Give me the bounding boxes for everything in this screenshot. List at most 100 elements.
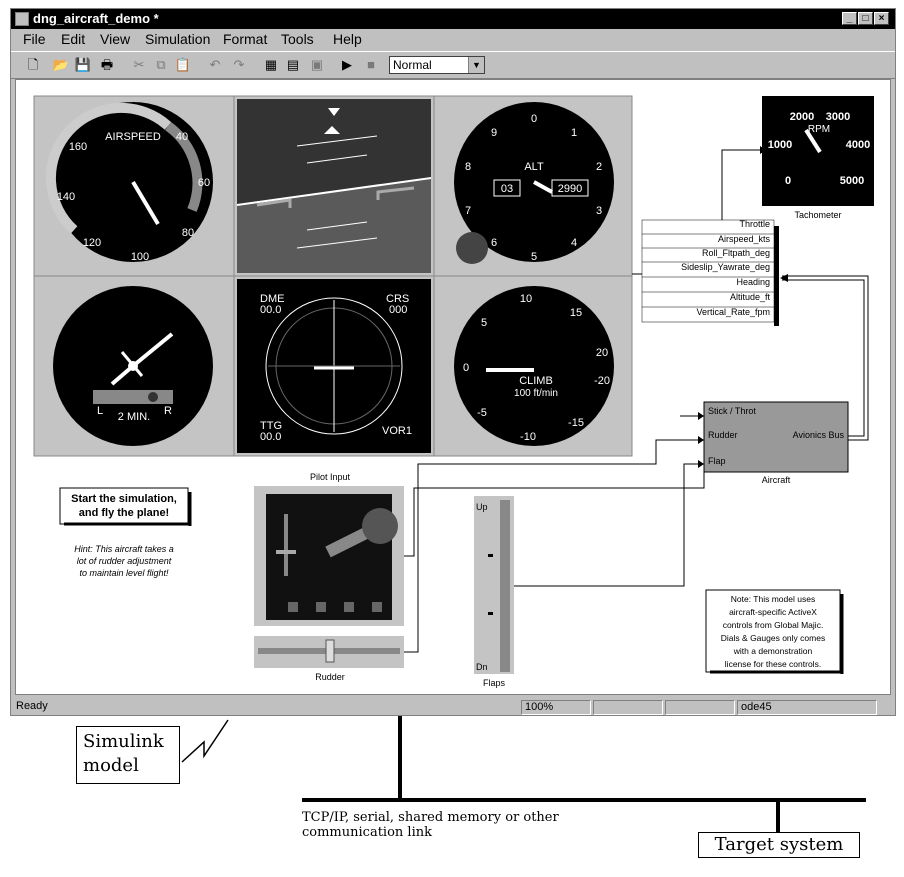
svg-text:ALT: ALT (524, 161, 544, 173)
paste-icon[interactable]: 📋 (174, 57, 192, 72)
svg-text:to maintain level flight!: to maintain level flight! (79, 568, 169, 578)
svg-text:Rudder: Rudder (315, 672, 345, 682)
zoom-level: 100% (521, 700, 591, 715)
close-icon[interactable]: × (874, 12, 889, 25)
app-icon[interactable] (15, 12, 29, 26)
svg-text:3000: 3000 (826, 111, 850, 123)
svg-text:10: 10 (520, 293, 532, 305)
svg-text:1: 1 (571, 127, 577, 139)
hint-text: Hint: This aircraft takes a lot of rudde… (74, 544, 174, 578)
svg-text:60: 60 (198, 177, 210, 189)
menu-file[interactable]: File (23, 31, 46, 47)
app-window: dng_aircraft_demo * _ □ × File Edit View… (10, 8, 896, 716)
airspeed-gauge[interactable]: AIRSPEED 160 40 60 80 100 120 140 (45, 102, 213, 263)
rudder-block[interactable]: Rudder (254, 439, 704, 682)
menu-help[interactable]: Help (333, 31, 362, 47)
svg-text:20: 20 (596, 347, 608, 359)
svg-text:CRS: CRS (386, 293, 409, 305)
aircraft-block[interactable]: Stick / Throt Rudder Flap Avionics Bus A… (703, 274, 869, 485)
model-browser-icon[interactable]: ▤ (286, 57, 300, 72)
svg-text:lot of rudder adjustment: lot of rudder adjustment (77, 556, 172, 566)
library-icon[interactable]: ▦ (264, 57, 278, 72)
svg-text:2 MIN.: 2 MIN. (118, 411, 150, 423)
model-canvas[interactable]: AIRSPEED 160 40 60 80 100 120 140 (15, 79, 891, 695)
solver-name: ode45 (737, 700, 877, 715)
menu-view[interactable]: View (100, 31, 131, 47)
save-icon[interactable]: 💾 (74, 57, 92, 72)
menu-edit[interactable]: Edit (61, 31, 86, 47)
svg-text:aircraft-specific ActiveX: aircraft-specific ActiveX (729, 607, 817, 617)
menu-tools[interactable]: Tools (281, 31, 314, 47)
svg-text:Flaps: Flaps (483, 678, 506, 688)
svg-text:-20: -20 (594, 375, 610, 387)
svg-text:2000: 2000 (790, 111, 814, 123)
status-field-empty-1 (593, 700, 663, 715)
svg-text:Stick / Throt: Stick / Throt (708, 406, 756, 416)
climb-gauge[interactable]: 10 5 0 -5 -10 15 20 -20 -15 CLIMB 100 ft… (454, 286, 614, 446)
svg-text:Dn: Dn (476, 662, 488, 672)
alt-digits-right: 2990 (558, 183, 582, 195)
svg-text:40: 40 (176, 131, 188, 143)
target-system-label: Target system (698, 832, 860, 858)
svg-text:5000: 5000 (840, 175, 864, 187)
chevron-down-icon[interactable]: ▼ (468, 57, 484, 73)
svg-text:R: R (164, 405, 172, 417)
parent-icon[interactable]: ▣ (310, 57, 324, 72)
svg-text:0: 0 (531, 113, 537, 125)
svg-text:80: 80 (182, 227, 194, 239)
svg-text:Sideslip_Yawrate_deg: Sideslip_Yawrate_deg (681, 262, 770, 272)
diagram: AIRSPEED 160 40 60 80 100 120 140 (33, 95, 874, 688)
alt-digits-left: 03 (501, 183, 513, 195)
start-icon[interactable]: ▶ (342, 57, 352, 72)
svg-text:Vertical_Rate_fpm: Vertical_Rate_fpm (696, 307, 770, 317)
minimize-icon[interactable]: _ (842, 12, 857, 25)
copy-icon[interactable]: ⧉ (156, 57, 166, 72)
svg-text:140: 140 (57, 191, 75, 203)
svg-text:4: 4 (571, 237, 577, 249)
svg-text:VOR1: VOR1 (382, 425, 412, 437)
link-label-2: communication link (302, 825, 432, 840)
attitude-indicator[interactable] (236, 99, 432, 273)
hsi-gauge[interactable]: DME 00.0 CRS 000 TTG 00.0 VOR1 (237, 279, 431, 453)
print-icon[interactable]: 🖶 (100, 57, 114, 72)
svg-text:5: 5 (531, 251, 537, 263)
svg-text:Flap: Flap (708, 456, 726, 466)
tachometer[interactable]: 2000 3000 RPM 1000 4000 0 5000 Tachomete… (762, 96, 874, 220)
svg-text:Throttle: Throttle (739, 219, 770, 229)
toolbar: 🗋 📂 💾 🖶 ✂ ⧉ 📋 ↶ ↷ ▦ ▤ ▣ ▶ ■ Normal▼ (11, 51, 895, 79)
svg-text:Roll_Fltpath_deg: Roll_Fltpath_deg (702, 248, 770, 258)
cut-icon[interactable]: ✂ (133, 57, 145, 72)
start-note[interactable]: Start the simulation, and fly the plane! (59, 487, 192, 526)
svg-text:Up: Up (476, 502, 488, 512)
svg-text:Start the simulation,: Start the simulation, (71, 493, 177, 505)
license-note[interactable]: Note: This model uses aircraft-specific … (705, 589, 844, 674)
title-bar: dng_aircraft_demo * _ □ × (11, 9, 895, 29)
svg-text:license for these controls.: license for these controls. (725, 659, 821, 669)
svg-text:15: 15 (570, 307, 582, 319)
status-bar: Ready 100% ode45 (11, 699, 895, 717)
svg-text:7: 7 (465, 205, 471, 217)
sim-mode-select[interactable]: Normal▼ (389, 56, 485, 74)
svg-text:Aircraft: Aircraft (762, 475, 791, 485)
stop-icon[interactable]: ■ (367, 57, 375, 72)
status-field-empty-2 (665, 700, 735, 715)
altimeter-gauge[interactable]: 0 1 2 3 4 5 6 7 8 9 ALT 03 2990 (454, 102, 614, 264)
turn-coordinator[interactable]: L R 2 MIN. (53, 286, 213, 446)
open-icon[interactable]: 📂 (52, 57, 70, 72)
maximize-icon[interactable]: □ (858, 12, 873, 25)
flaps-block[interactable]: Up Dn Flaps (474, 463, 704, 688)
new-icon[interactable]: 🗋 (27, 57, 39, 72)
svg-text:controls from Global Majic.: controls from Global Majic. (723, 620, 824, 630)
bus-selector[interactable]: Throttle Airspeed_kts Roll_Fltpath_deg S… (632, 146, 779, 326)
svg-text:3: 3 (596, 205, 602, 217)
svg-text:DME: DME (260, 293, 284, 305)
redo-icon[interactable]: ↷ (233, 57, 245, 72)
menu-format[interactable]: Format (223, 31, 268, 47)
menu-simulation[interactable]: Simulation (145, 31, 211, 47)
svg-text:1000: 1000 (768, 139, 792, 151)
svg-text:L: L (97, 405, 103, 417)
pilot-input-block[interactable]: Pilot Input (254, 415, 705, 626)
undo-icon[interactable]: ↶ (209, 57, 221, 72)
svg-text:TTG: TTG (260, 420, 282, 432)
svg-text:-5: -5 (477, 407, 487, 419)
